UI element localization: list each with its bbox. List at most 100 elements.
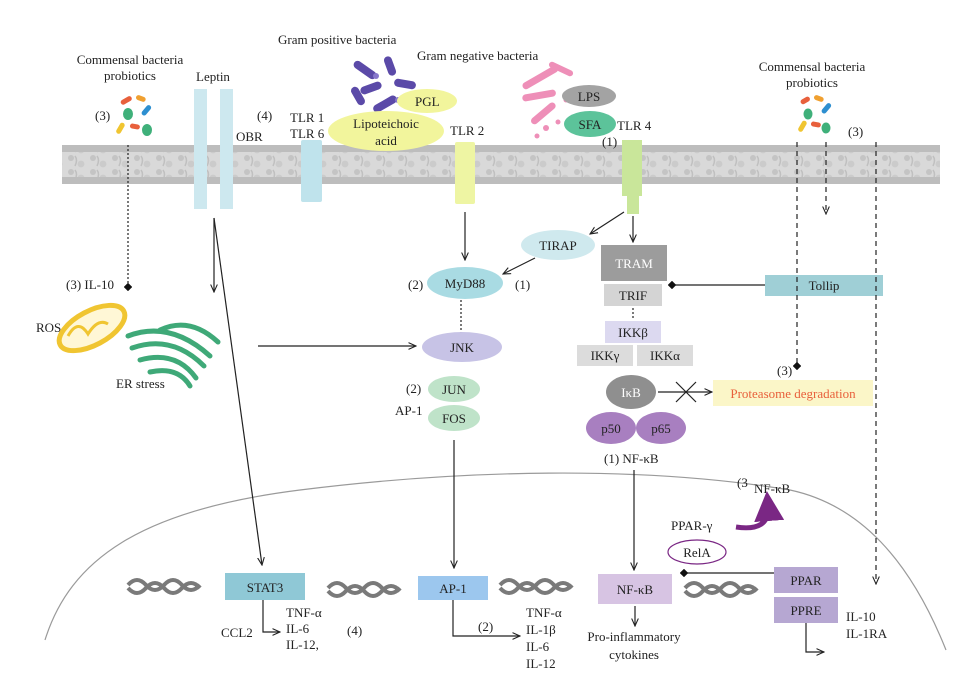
commensal-left-label-2: probiotics bbox=[104, 68, 156, 83]
tlr1-label: TLR 1 bbox=[290, 110, 324, 125]
ppre-node bbox=[774, 597, 838, 623]
ppar-gamma-label: PPAR-γ bbox=[671, 518, 713, 533]
tlr2-receptor bbox=[455, 142, 475, 204]
tirap-node bbox=[521, 230, 595, 260]
ikk-beta-label: IKKβ bbox=[618, 325, 648, 340]
step-2-ap1: (2) bbox=[478, 619, 493, 634]
er-stress-label: ER stress bbox=[116, 376, 165, 391]
p50-label: p50 bbox=[601, 421, 621, 436]
jun-node bbox=[428, 376, 480, 402]
tlr4-to-tirap-arrow bbox=[590, 211, 625, 234]
gram-negative-label: Gram negative bacteria bbox=[417, 48, 538, 63]
myd88-node bbox=[427, 267, 503, 299]
ppar-gamma-arrow bbox=[735, 491, 785, 531]
mitochondrion-icon bbox=[56, 302, 128, 354]
cell-membrane bbox=[62, 145, 940, 184]
obr-label: OBR bbox=[236, 129, 263, 144]
stat3-il12-label: IL-12, bbox=[286, 637, 319, 652]
trif-label: TRIF bbox=[619, 288, 647, 303]
step-3-ppar: (3 bbox=[737, 475, 748, 490]
step-1-tlr4: (1) bbox=[602, 134, 617, 149]
commensal-left-label-1: Commensal bacteria bbox=[77, 52, 184, 67]
myd88-label: MyD88 bbox=[445, 276, 485, 291]
gram-negative-bacteria-icon bbox=[522, 61, 574, 139]
ppar-label: PPAR bbox=[790, 573, 822, 588]
ppre-output-arrow bbox=[805, 623, 824, 652]
ap1-il1b-label: IL-1β bbox=[526, 622, 556, 637]
il10-right-label: IL-10 bbox=[846, 609, 876, 624]
step-3-left: (3) bbox=[95, 108, 110, 123]
pgl-label: PGL bbox=[415, 94, 440, 109]
nucleus-envelope bbox=[44, 472, 947, 651]
er-stress-icon bbox=[125, 322, 221, 389]
lps-shape bbox=[562, 85, 616, 107]
rela-label: RelA bbox=[683, 545, 711, 560]
jun-label: JUN bbox=[442, 382, 466, 397]
ikk-gamma-node bbox=[577, 345, 633, 366]
p65-node bbox=[636, 412, 686, 444]
lps-label: LPS bbox=[578, 89, 600, 104]
fos-label: FOS bbox=[442, 411, 466, 426]
ikb-label: IκB bbox=[621, 385, 641, 400]
gram-positive-label: Gram positive bacteria bbox=[278, 32, 397, 47]
jnk-label: JNK bbox=[450, 340, 474, 355]
stat3-tnfa-label: TNF-α bbox=[286, 605, 322, 620]
tram-label: TRAM bbox=[615, 256, 653, 271]
ikk-beta-node bbox=[605, 321, 661, 343]
proteasome-degradation-box bbox=[713, 380, 873, 406]
lipoteichoic-label-1: Lipoteichoic bbox=[353, 116, 419, 131]
stat3-il6-label: IL-6 bbox=[286, 621, 310, 636]
rela-node bbox=[667, 539, 727, 565]
obr-receptor-right bbox=[220, 89, 233, 209]
jnk-node bbox=[422, 332, 502, 362]
lipoteichoic-label-2: acid bbox=[375, 133, 397, 148]
commensal-bacteria-right-icon bbox=[798, 95, 832, 134]
proteasome-degradation-label: Proteasome degradation bbox=[730, 386, 856, 401]
stat3-label: STAT3 bbox=[247, 580, 284, 595]
sfa-shape bbox=[564, 111, 616, 137]
commensal-right-label-2: probiotics bbox=[786, 75, 838, 90]
step-1-myd88: (1) bbox=[515, 277, 530, 292]
dna-helix-4 bbox=[683, 581, 759, 598]
tlr4-tail bbox=[627, 196, 639, 214]
leptin-label: Leptin bbox=[196, 69, 230, 84]
step-4-top: (4) bbox=[257, 108, 272, 123]
il10-left-label: (3) IL-10 bbox=[66, 277, 114, 292]
ap1-output-arrow bbox=[452, 600, 520, 636]
lipoteichoic-acid-shape bbox=[328, 111, 444, 151]
ap1-cyto-label: AP-1 bbox=[395, 403, 422, 418]
tollip-label: Tollip bbox=[809, 278, 840, 293]
tram-node bbox=[601, 245, 667, 281]
nfkb-nucleus-label: NF-κB bbox=[617, 582, 653, 597]
tlr4-label: TLR 4 bbox=[617, 118, 652, 133]
fos-node bbox=[428, 405, 480, 431]
ikk-gamma-label: IKKγ bbox=[591, 348, 620, 363]
ikk-alpha-node bbox=[637, 345, 693, 366]
commensal-right-label-1: Commensal bacteria bbox=[759, 59, 866, 74]
tlr1-6-receptor bbox=[301, 140, 322, 202]
p50-node bbox=[586, 412, 636, 444]
ap1-nucleus-node bbox=[418, 576, 488, 600]
dna-helix-2 bbox=[326, 581, 402, 598]
stat3-output-arrow bbox=[262, 600, 280, 632]
nfkb-ppar-label: NF-κB bbox=[754, 481, 790, 496]
step-4-nucleus: (4) bbox=[347, 623, 362, 638]
tlr4-receptor bbox=[622, 140, 642, 196]
pro-inflammatory-label-1: Pro-inflammatory bbox=[587, 629, 681, 644]
ppre-label: PPRE bbox=[790, 603, 821, 618]
nfkb-cyto-label: (1) NF-κB bbox=[604, 451, 659, 466]
p65-label: p65 bbox=[651, 421, 671, 436]
tlr2-label: TLR 2 bbox=[450, 123, 484, 138]
commensal-bacteria-left-icon bbox=[116, 95, 152, 136]
sfa-label: SFA bbox=[579, 117, 602, 132]
ap1-il12-label: IL-12 bbox=[526, 656, 556, 671]
step-2-jun: (2) bbox=[406, 381, 421, 396]
tlr6-label: TLR 6 bbox=[290, 126, 325, 141]
step-3-right: (3) bbox=[848, 124, 863, 139]
il1ra-label: IL-1RA bbox=[846, 626, 888, 641]
step-3-proteasome: (3) bbox=[777, 363, 792, 378]
dna-helix-3 bbox=[498, 578, 574, 595]
tirap-to-myd88-arrow bbox=[503, 257, 536, 274]
